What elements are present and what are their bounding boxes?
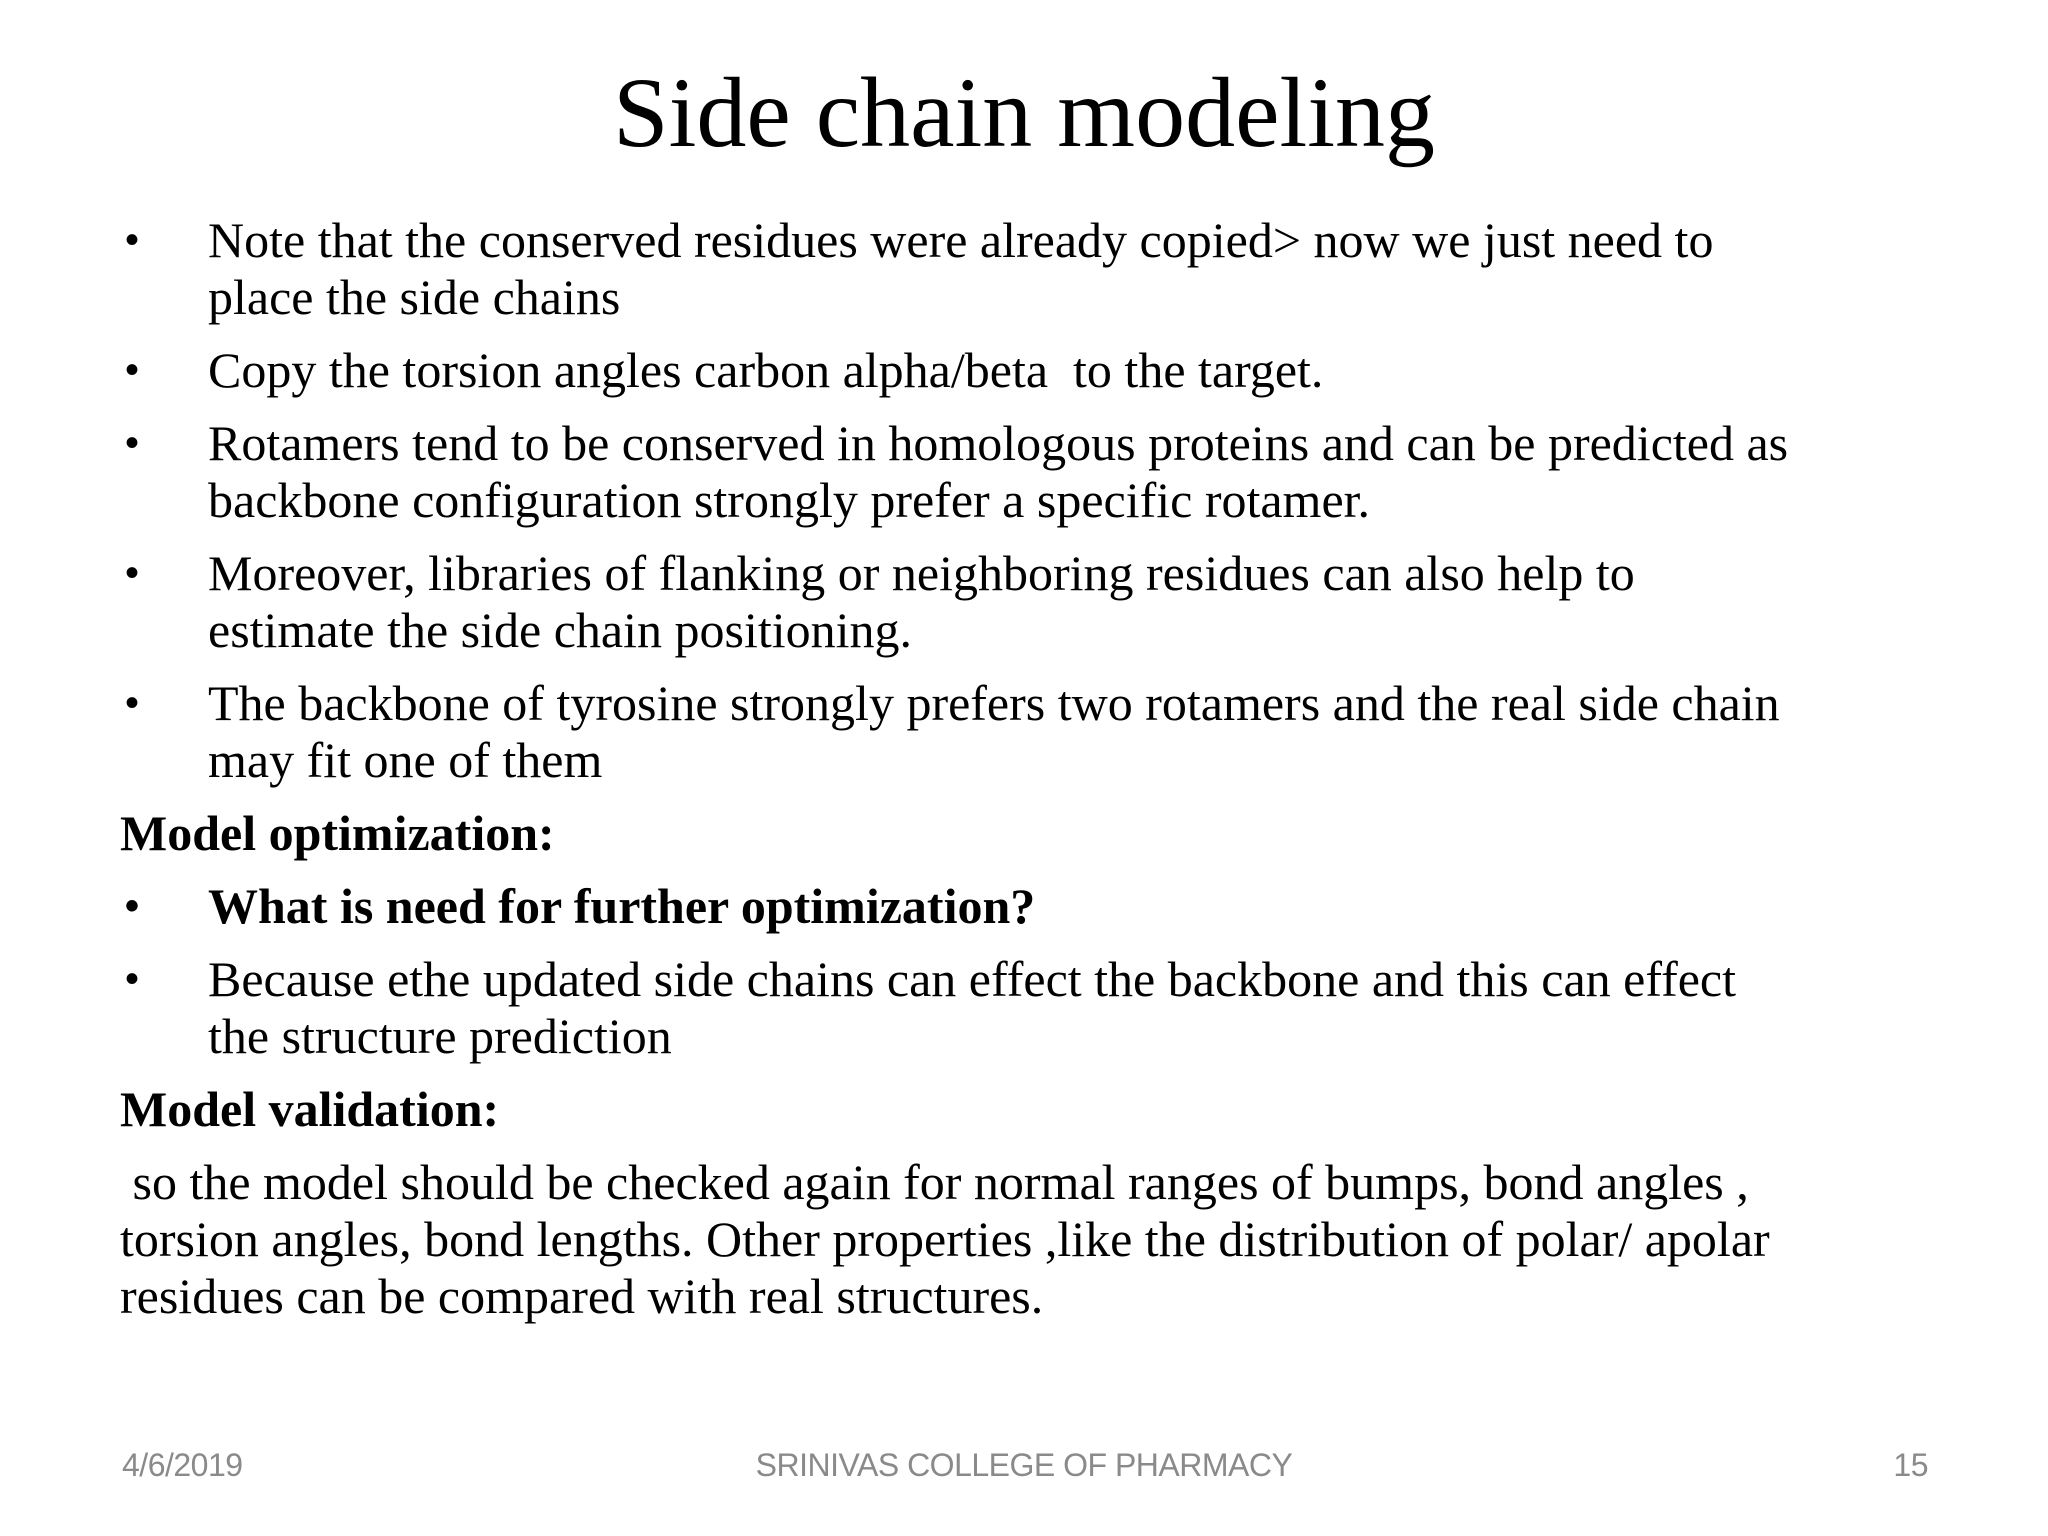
paragraph-text: Because ethe updated side chains can eff…: [208, 951, 1737, 1064]
bullet-marker: •: [125, 218, 140, 262]
bullet-item: • The backbone of tyrosine strongly prefe…: [120, 675, 1932, 789]
paragraph-text: The backbone of tyrosine strongly prefer…: [208, 675, 1780, 788]
bullet-marker: •: [125, 884, 140, 928]
bullet-marker: •: [125, 957, 140, 1001]
slide-body: • Note that the conserved residues were a…: [120, 212, 1932, 1325]
bullet-item: • Copy the torsion angles carbon alpha/be…: [120, 342, 1932, 399]
paragraph-text: Model validation:: [120, 1081, 500, 1137]
paragraph-text: Note that the conserved residues were al…: [208, 212, 1714, 325]
paragraph-text: Rotamers tend to be conserved in homolog…: [208, 415, 1789, 528]
paragraph-text: Moreover, libraries of flanking or neigh…: [208, 545, 1635, 658]
section-heading: Model optimization:: [120, 805, 1932, 862]
footer-date: 4/6/2019: [122, 1447, 243, 1483]
bullet-item: • What is need for further optimization?: [120, 878, 1932, 935]
bullet-item: • Because ethe updated side chains can ef…: [120, 951, 1932, 1065]
bullet-item: • Note that the conserved residues were a…: [120, 212, 1932, 326]
bullet-marker: •: [125, 348, 140, 392]
bullet-item: • Rotamers tend to be conserved in homolo…: [120, 415, 1932, 529]
page-number: 15: [1893, 1447, 1928, 1483]
paragraph-text: Copy the torsion angles carbon alpha/bet…: [208, 342, 1324, 398]
paragraph: so the model should be checked again for…: [120, 1154, 1932, 1325]
bullet-item: • Moreover, libraries of flanking or neig…: [120, 545, 1932, 659]
footer-institution: SRINIVAS COLLEGE OF PHARMACY: [755, 1447, 1293, 1483]
bullet-marker: •: [125, 421, 140, 465]
paragraph-text: so the model should be checked again for…: [120, 1154, 1770, 1324]
section-heading: Model validation:: [120, 1081, 1932, 1138]
paragraph-text: What is need for further optimization?: [208, 878, 1036, 934]
paragraph-text: Model optimization:: [120, 805, 555, 861]
bullet-marker: •: [125, 681, 140, 725]
footer: 4/6/2019 SRINIVAS COLLEGE OF PHARMACY 15: [0, 1445, 2048, 1485]
slide-title: Side chain modeling: [612, 57, 1436, 168]
bullet-marker: •: [125, 551, 140, 595]
